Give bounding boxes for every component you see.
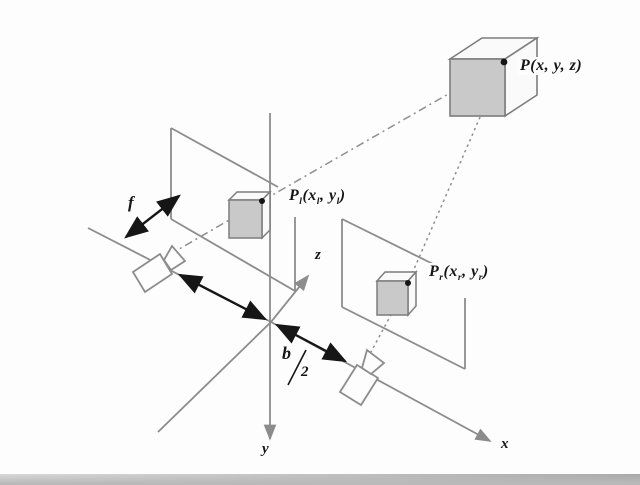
left-camera: [131, 244, 187, 294]
baseline-numerator-label: b: [282, 343, 292, 363]
baseline-denominator-label: 2: [301, 364, 309, 380]
focal-length-arrow: [124, 194, 181, 239]
right-projection-cube: [375, 270, 418, 317]
world-point-dot: [500, 58, 508, 66]
left-projection-dot: [259, 198, 265, 204]
photo-bottom-edge: [0, 474, 640, 485]
right-camera: [338, 348, 386, 407]
right-image-plane: [341, 218, 466, 370]
baseline-right-arrow: [274, 323, 348, 363]
z-axis-label: z: [315, 247, 322, 263]
projection-ray-left: [173, 61, 505, 253]
x-axis-label: x: [501, 436, 509, 452]
y-axis-label: y: [262, 441, 270, 457]
left-point-label: Pl(xl, yl): [286, 187, 349, 208]
left-image-plane: [170, 127, 296, 292]
world-cube: [447, 36, 540, 118]
right-projection-dot: [405, 280, 411, 286]
right-point-label: Pr(xr, yr): [426, 263, 492, 284]
left-camera-body: [131, 252, 174, 294]
baseline-left-arrow: [177, 273, 268, 321]
focal-length-label: f: [128, 193, 135, 212]
world-point-label: P(x, y, z): [517, 57, 586, 76]
left-camera-lens: [162, 244, 187, 272]
right-camera-lens: [360, 348, 386, 376]
left-projection-cube: [227, 190, 272, 240]
baseline-fraction-slash: [287, 349, 307, 386]
